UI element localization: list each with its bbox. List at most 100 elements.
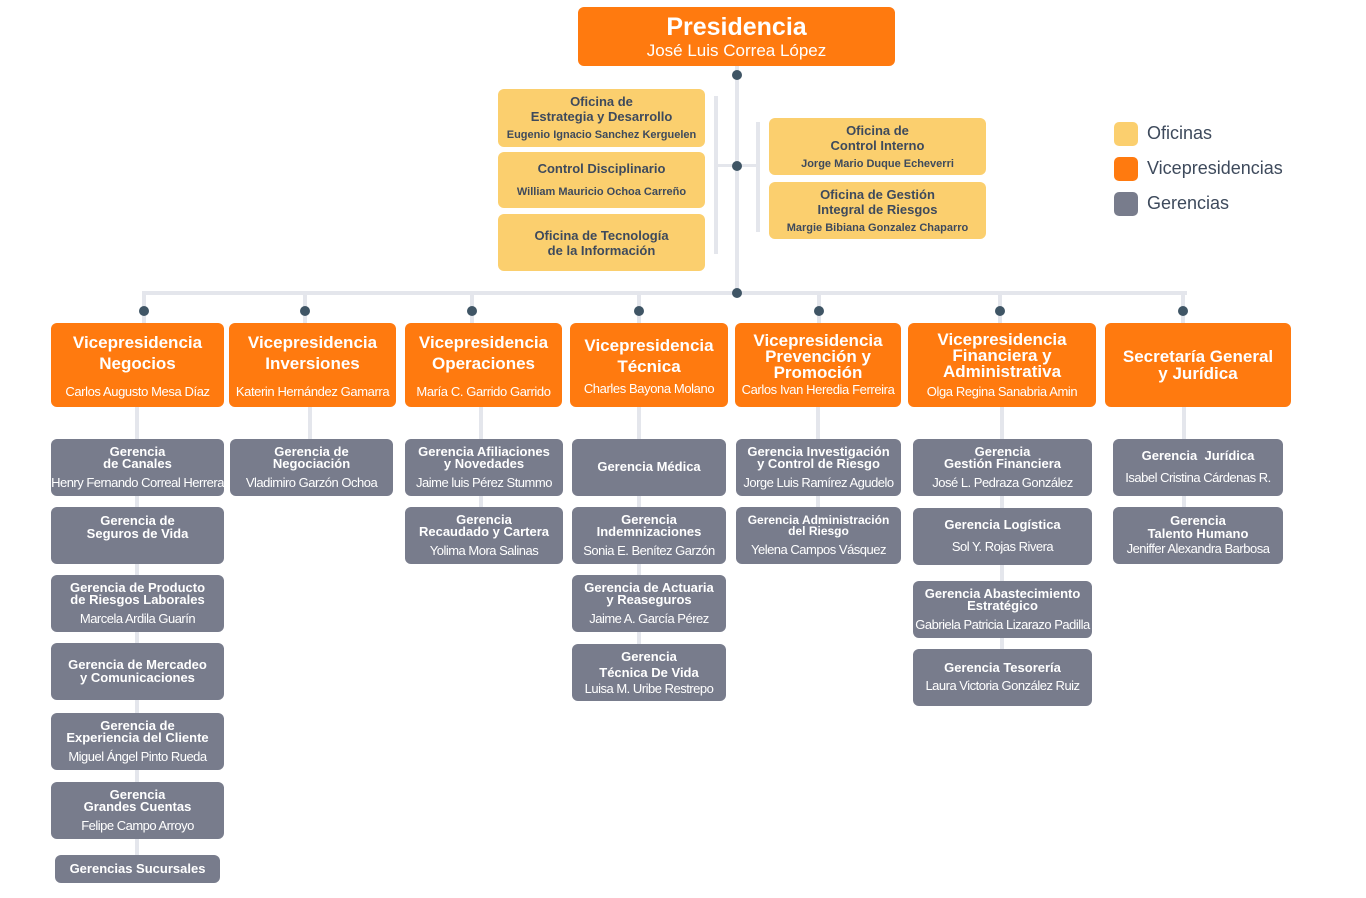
vp-person: Olga Regina Sanabria Amin bbox=[926, 383, 1078, 399]
trunk-line bbox=[735, 66, 739, 294]
gerencia-title: Gerencia de Experiencia del Cliente bbox=[66, 717, 209, 745]
gerencia-juridica-box: Gerencia Jurídica Isabel Cristina Cárden… bbox=[1113, 439, 1283, 496]
legend-item-oficinas: Oficinas bbox=[1114, 116, 1283, 151]
gerencia-person: Jorge Luis Ramírez Agudelo bbox=[743, 474, 894, 490]
bus-junction-dot bbox=[732, 288, 742, 298]
gerencia-person: Yolima Mora Salinas bbox=[429, 542, 539, 558]
secretaria-general-box: Secretaría General y Jurídica bbox=[1105, 323, 1291, 407]
legend-label: Oficinas bbox=[1147, 123, 1213, 143]
gerencia-title: Gerencia de Mercadeo y Comunicaciones bbox=[68, 657, 207, 685]
right-office-bracket bbox=[756, 122, 760, 232]
oficina-person: Eugenio Ignacio Sanchez Kerguelen bbox=[506, 129, 697, 141]
vp-dot-5 bbox=[814, 306, 824, 316]
vp-dot-3 bbox=[467, 306, 477, 316]
vp-negocios-box: Vicepresidencia Negocios Carlos Augusto … bbox=[51, 323, 224, 407]
gerencia-gestion-financiera-box: Gerencia Gestión Financiera José L. Pedr… bbox=[913, 439, 1092, 496]
gerencia-title: Gerencias Sucursales bbox=[69, 860, 206, 876]
gerencia-person: Isabel Cristina Cárdenas R. bbox=[1125, 469, 1271, 485]
gerencia-actuaria-box: Gerencia de Actuaria y Reaseguros Jaime … bbox=[572, 575, 726, 632]
gerencia-person: Marcela Ardila Guarín bbox=[79, 610, 196, 626]
gerencia-administracion-riesgo-box: Gerencia Administración del Riesgo Yelen… bbox=[736, 507, 901, 564]
gerencia-tecnica-vida-box: Gerencia Técnica De Vida Luisa M. Uribe … bbox=[572, 644, 726, 701]
legend-swatch bbox=[1114, 156, 1138, 181]
vp-dot-1 bbox=[139, 306, 149, 316]
gerencia-title: Gerencia Técnica De Vida bbox=[599, 649, 699, 680]
gerencia-title: Gerencia Logística bbox=[944, 517, 1061, 533]
gerencia-person: Jaime A. García Pérez bbox=[589, 610, 709, 626]
gerencia-recaudado-box: Gerencia Recaudado y Cartera Yolima Mora… bbox=[405, 507, 563, 564]
col1-vertical bbox=[135, 407, 139, 857]
gerencia-person: Sonia E. Benítez Garzón bbox=[583, 542, 715, 558]
vp-tecnica-box: Vicepresidencia Técnica Charles Bayona M… bbox=[570, 323, 728, 407]
vp-person: María C. Garrido Garrido bbox=[416, 383, 551, 399]
oficina-estrategia-box: Oficina de Estrategia y Desarrollo Eugen… bbox=[498, 89, 705, 147]
oficina-tecnologia-box: Oficina de Tecnología de la Información bbox=[498, 214, 705, 271]
gerencia-title: Gerencia Afiliaciones y Novedades bbox=[418, 443, 550, 471]
gerencia-title: Gerencia de Negociación bbox=[272, 443, 351, 471]
oficina-riesgos-box: Oficina de Gestión Integral de Riesgos M… bbox=[769, 182, 986, 239]
gerencia-person: Yelena Campos Vásquez bbox=[750, 541, 887, 557]
legend-item-vicepresidencias: Vicepresidencias bbox=[1114, 151, 1283, 186]
trunk-dot-top bbox=[732, 70, 742, 80]
vp-person: Carlos Augusto Mesa Díaz bbox=[65, 383, 210, 399]
gerencia-person: Luisa M. Uribe Restrepo bbox=[584, 681, 714, 696]
legend-swatch bbox=[1114, 121, 1138, 146]
gerencia-title: Gerencia Tesorería bbox=[944, 659, 1061, 675]
vp-dot-6 bbox=[995, 306, 1005, 316]
gerencia-person: Sol Y. Rojas Rivera bbox=[951, 538, 1054, 554]
gerencia-sucursales-box: Gerencias Sucursales bbox=[55, 855, 220, 883]
gerencia-person: Felipe Campo Arroyo bbox=[81, 817, 194, 833]
oficina-control-disciplinario-box: Control Disciplinario William Mauricio O… bbox=[498, 152, 705, 208]
oficina-person: William Mauricio Ochoa Carreño bbox=[516, 186, 687, 198]
legend: Oficinas Vicepresidencias Gerencias bbox=[1114, 116, 1283, 221]
gerencia-person: Miguel Ángel Pinto Rueda bbox=[68, 748, 207, 764]
gerencia-experiencia-cliente-box: Gerencia de Experiencia del Cliente Migu… bbox=[51, 713, 224, 770]
presidencia-title: Presidencia bbox=[666, 12, 807, 41]
gerencia-title: Gerencia Grandes Cuentas bbox=[83, 786, 192, 814]
vp-person: Katerin Hernández Gamarra bbox=[235, 383, 390, 399]
gerencia-person: Henry Fernando Correal Herrera bbox=[51, 474, 224, 490]
vp-inversiones-box: Vicepresidencia Inversiones Katerin Hern… bbox=[229, 323, 396, 407]
vp-prevencion-box: Vicepresidencia Prevención y Promoción C… bbox=[735, 323, 901, 407]
vp-dot-2 bbox=[300, 306, 310, 316]
oficina-person: Jorge Mario Duque Echeverri bbox=[801, 157, 954, 170]
gerencia-medica-box: Gerencia Médica bbox=[572, 439, 726, 496]
gerencia-canales-box: Gerencia de Canales Henry Fernando Corre… bbox=[51, 439, 224, 496]
gerencia-title: Gerencia Indemnizaciones bbox=[596, 511, 702, 539]
gerencia-title: Gerencia Talento Humano bbox=[1147, 513, 1249, 541]
vp-title: Vicepresidencia Financiera y Administrat… bbox=[937, 329, 1067, 381]
gerencia-title: Gerencia Jurídica bbox=[1141, 448, 1255, 464]
gerencia-person: Jaime luis Pérez Stummo bbox=[416, 474, 552, 490]
gerencia-tesoreria-box: Gerencia Tesorería Laura Victoria Gonzál… bbox=[913, 649, 1092, 706]
vp-title: Vicepresidencia Operaciones bbox=[418, 332, 549, 373]
gerencia-mercadeo-box: Gerencia de Mercadeo y Comunicaciones bbox=[51, 643, 224, 700]
left-office-bracket bbox=[714, 96, 718, 254]
col2-vertical bbox=[308, 407, 312, 440]
vp-person: Charles Bayona Molano bbox=[583, 380, 715, 396]
gerencia-talento-humano-box: Gerencia Talento Humano Jeniffer Alexand… bbox=[1113, 507, 1283, 564]
legend-label: Vicepresidencias bbox=[1147, 158, 1283, 178]
gerencia-afiliaciones-box: Gerencia Afiliaciones y Novedades Jaime … bbox=[405, 439, 563, 496]
vp-title: Vicepresidencia Inversiones bbox=[247, 332, 378, 373]
vp-title: Vicepresidencia Técnica bbox=[584, 335, 714, 376]
vp-dot-4 bbox=[634, 306, 644, 316]
gerencia-person: Gabriela Patricia Lizarazo Padilla bbox=[915, 616, 1090, 632]
gerencia-title: Gerencia Abastecimiento Estratégico bbox=[924, 585, 1081, 613]
gerencia-person: José L. Pedraza González bbox=[932, 474, 1073, 490]
gerencia-person: Laura Victoria González Ruiz bbox=[925, 678, 1080, 694]
gerencia-title: Gerencia Investigación y Control de Ries… bbox=[747, 443, 890, 471]
gerencia-riesgos-laborales-box: Gerencia de Producto de Riesgos Laborale… bbox=[51, 575, 224, 632]
gerencia-title: Gerencia de Canales bbox=[103, 443, 172, 471]
gerencia-title: Gerencia de Actuaria y Reaseguros bbox=[584, 579, 714, 607]
vp-title: Vicepresidencia Prevención y Promoción bbox=[753, 331, 883, 382]
presidencia-box: Presidencia José Luis Correa López bbox=[578, 7, 895, 66]
gerencia-grandes-cuentas-box: Gerencia Grandes Cuentas Felipe Campo Ar… bbox=[51, 782, 224, 839]
oficina-title: Oficina de Estrategia y Desarrollo bbox=[530, 94, 673, 124]
gerencia-logistica-box: Gerencia Logística Sol Y. Rojas Rivera bbox=[913, 508, 1092, 565]
gerencia-title: Gerencia Recaudado y Cartera bbox=[418, 511, 550, 539]
oficina-control-interno-box: Oficina de Control Interno Jorge Mario D… bbox=[769, 118, 986, 175]
legend-label: Gerencias bbox=[1147, 193, 1230, 213]
gerencia-title: Gerencia Médica bbox=[597, 459, 701, 475]
gerencia-person: Vladimiro Garzón Ochoa bbox=[245, 474, 378, 490]
legend-item-gerencias: Gerencias bbox=[1114, 186, 1283, 221]
